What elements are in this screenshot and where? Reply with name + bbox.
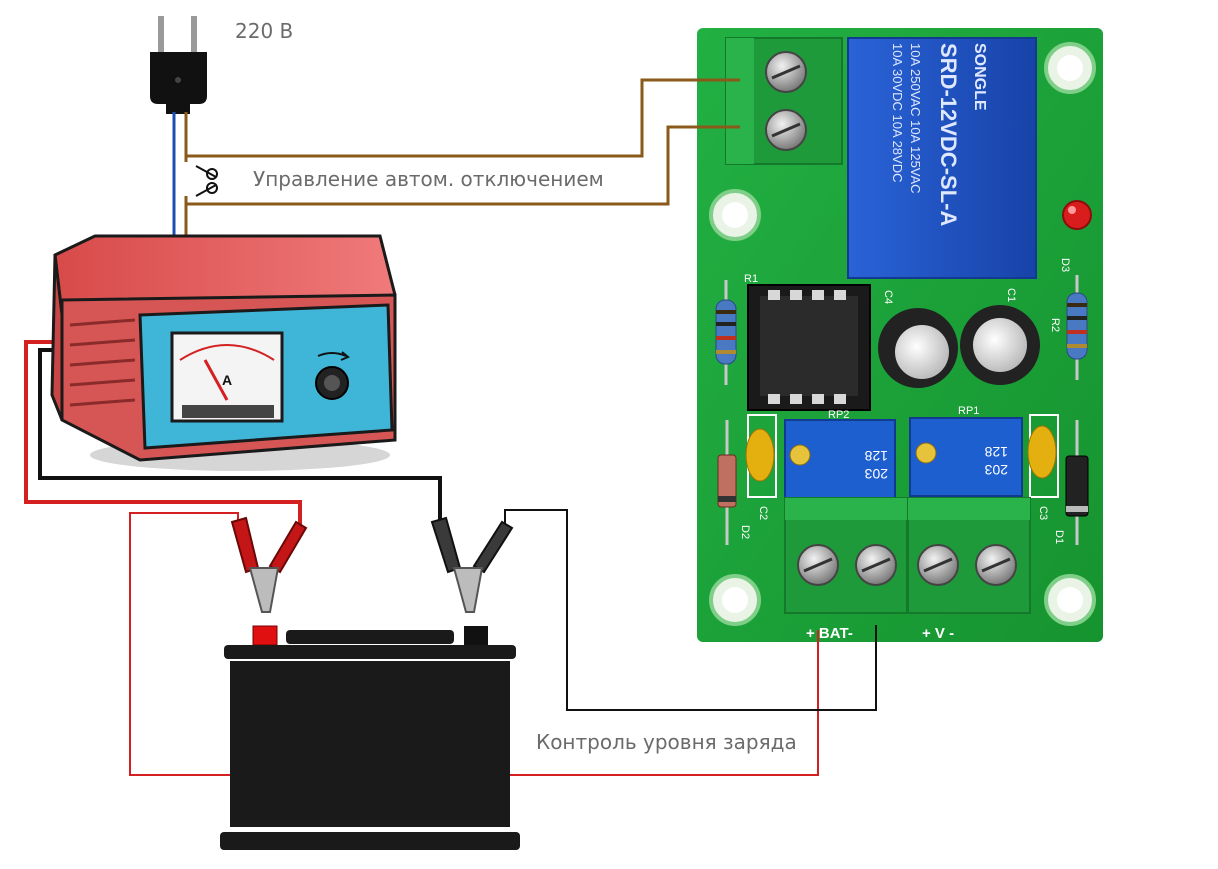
label-r2: R2 [1049, 318, 1061, 332]
battery-plus-terminal [252, 625, 278, 646]
led-d3: D3 [1059, 200, 1092, 272]
label-rp1: RP1 [958, 405, 979, 417]
relay: SRD-12VDC-SL-A 10A 250VAC 10A 125VAC 10A… [847, 37, 1037, 279]
ic-chip [747, 284, 871, 411]
trimmer-rp2: 203 128 RP2 [784, 409, 896, 499]
rp1-code-b: 128 [984, 444, 1008, 460]
diode-d2: D2 [717, 420, 751, 545]
label-c4: C4 [882, 290, 894, 304]
rp2-code-a: 203 [864, 466, 888, 482]
clip-red [230, 516, 308, 646]
label-d3: D3 [1059, 258, 1071, 272]
battery [220, 630, 520, 850]
clip-black [430, 516, 514, 645]
mains-voltage-label: 220 В [235, 19, 294, 43]
meter-unit-label: A [222, 372, 232, 388]
capacitor-c4: C4 [878, 290, 958, 388]
resistor-r2: R2 [1049, 275, 1088, 380]
wire-brown-control-2 [186, 125, 740, 206]
label-d2: D2 [739, 525, 751, 539]
wire-red-sense [129, 512, 819, 776]
mains-plug [150, 16, 207, 114]
diode-d1: D1 [1053, 420, 1089, 545]
capacitor-c2: C2 [745, 414, 777, 520]
wire-red-output [24, 340, 302, 530]
plug-pin [158, 16, 164, 58]
label-bat-terminal: + BAT- [806, 625, 853, 642]
auto-off-control-label: Управление автом. отключением [253, 167, 604, 191]
relay-output-terminal [725, 37, 843, 165]
terminal-bat [784, 497, 908, 614]
relay-module-board: SRD-12VDC-SL-A 10A 250VAC 10A 125VAC 10A… [697, 28, 1103, 642]
relay-rating-1: 10A 250VAC 10A 125VAC [908, 43, 923, 194]
scissors-icon [195, 165, 218, 197]
wires [24, 78, 877, 776]
mounting-holes [709, 42, 1096, 626]
label-d1: D1 [1053, 530, 1065, 544]
knob-icon [315, 351, 350, 400]
relay-rating-2: 10A 30VDC 10A 28VDC [890, 43, 905, 182]
battery-charger: A [50, 234, 397, 471]
relay-brand-text: SONGLE [971, 43, 988, 111]
meter-needle [203, 359, 229, 401]
rp1-code-a: 203 [984, 462, 1008, 478]
label-c2: C2 [757, 506, 769, 520]
battery-minus-terminal [464, 626, 488, 645]
ammeter: A [170, 331, 284, 423]
capacitor-c1: C1 [960, 288, 1040, 385]
plug-pin [191, 16, 197, 58]
wire-brown-control-1 [186, 78, 740, 158]
label-r1: R1 [744, 273, 758, 285]
terminal-v [907, 497, 1031, 614]
capacitor-c3: C3 [1027, 414, 1059, 520]
rp2-code-b: 128 [864, 448, 888, 464]
trimmer-rp1: 203 128 RP1 [909, 405, 1023, 497]
relay-model-text: SRD-12VDC-SL-A [936, 43, 961, 226]
label-v-terminal: + V - [922, 625, 954, 642]
wire-black-sense [504, 509, 877, 711]
charge-level-control-label: Контроль уровня заряда [536, 730, 797, 754]
label-c3: C3 [1037, 506, 1049, 520]
label-c1: C1 [1005, 288, 1017, 302]
resistor-r1: R1 [715, 273, 758, 385]
label-rp2: RP2 [828, 409, 849, 421]
wire-black-output [38, 348, 442, 530]
